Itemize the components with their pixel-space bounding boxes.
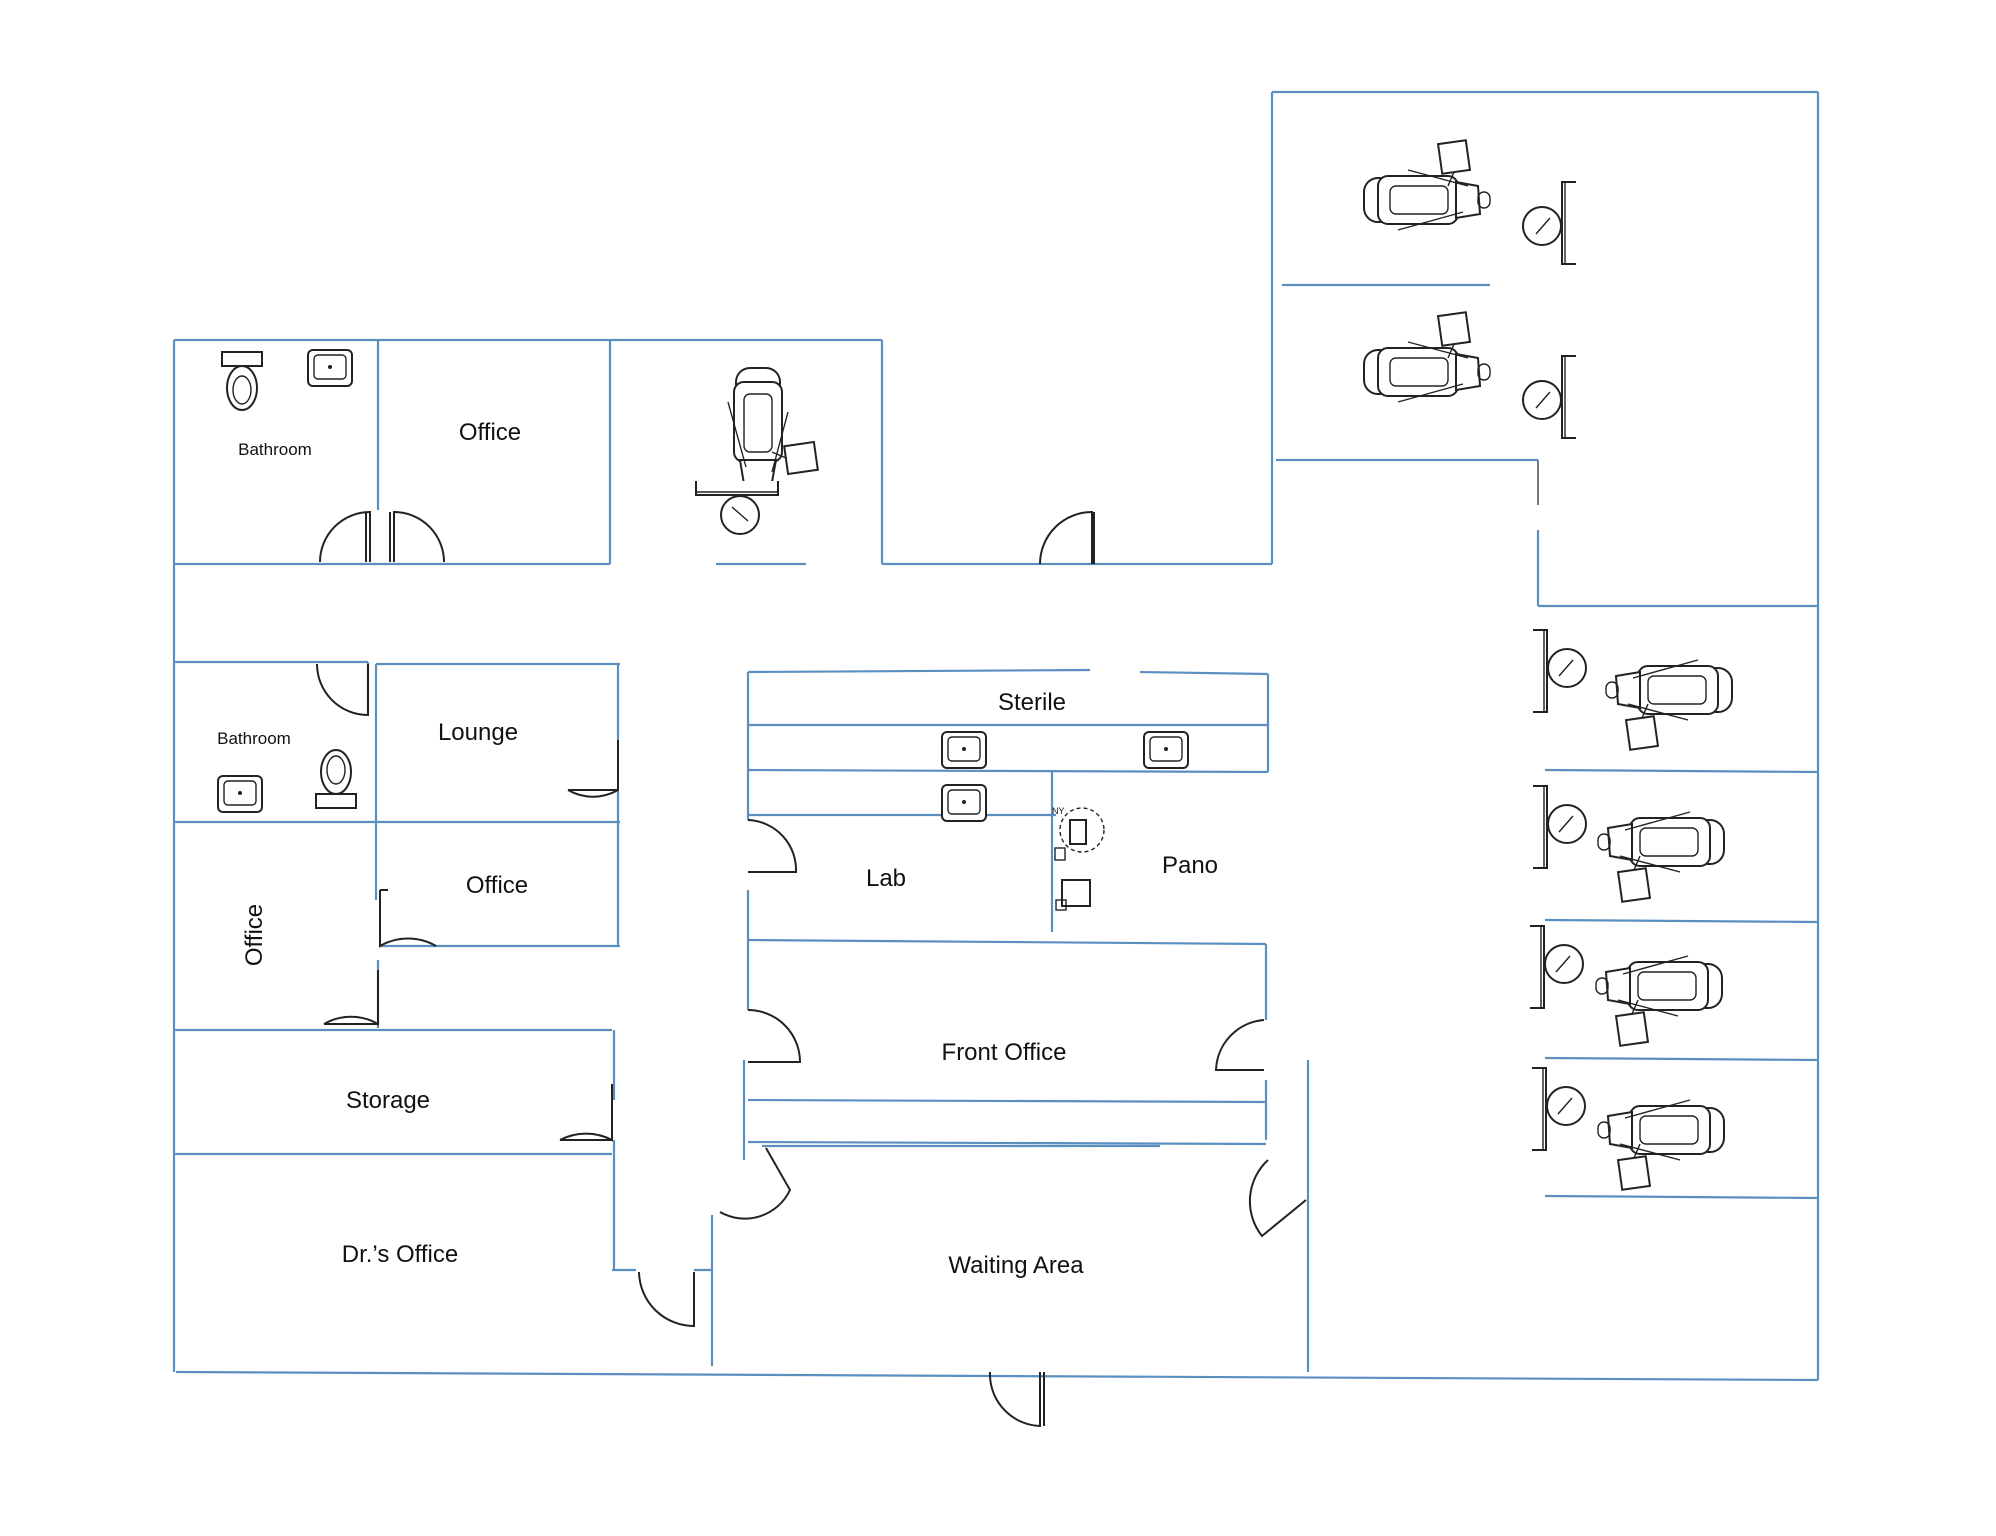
stool-cart-icon <box>1531 1067 1586 1151</box>
stool-cart-icon <box>1532 629 1587 713</box>
stool-cart-icon <box>1529 925 1584 1009</box>
dental-chair-icon <box>1363 311 1491 403</box>
stool-cart-icon <box>695 480 779 535</box>
pano-unit-label: NY <box>1052 806 1065 816</box>
toilet-icon <box>221 351 263 411</box>
dental-chair-icon <box>727 367 819 495</box>
room-label-front-office: Front Office <box>942 1039 1067 1066</box>
dental-chair-icon <box>1597 811 1725 903</box>
doors <box>316 510 1307 1428</box>
stool-cart-icon <box>1532 785 1587 869</box>
dental-chair-icon <box>1597 1099 1725 1191</box>
room-label-sterile: Sterile <box>998 689 1066 716</box>
walls <box>172 90 1820 1382</box>
toilet-icon <box>315 749 357 809</box>
stool-cart-icon <box>1522 355 1577 439</box>
stool-cart-icon <box>1522 181 1577 265</box>
room-label-bathroom-mid: Bathroom <box>217 729 291 748</box>
sink-icon <box>941 784 987 822</box>
sink-icon <box>307 349 353 387</box>
room-label-office-vertical: Office <box>241 904 268 966</box>
dental-chair-icon <box>1363 139 1491 231</box>
room-label-lab: Lab <box>866 865 906 892</box>
room-label-pano: Pano <box>1162 852 1218 879</box>
room-label-lounge: Lounge <box>438 719 518 746</box>
sink-icon <box>217 775 263 813</box>
room-label-office-top: Office <box>459 419 521 446</box>
dental-chairs <box>695 139 1733 1191</box>
fixtures <box>217 349 1189 822</box>
sink-icon <box>1143 731 1189 769</box>
room-label-drs-office: Dr.’s Office <box>342 1241 458 1268</box>
room-label-waiting-area: Waiting Area <box>948 1252 1084 1279</box>
pano-unit: NY <box>1052 806 1105 911</box>
room-label-storage: Storage <box>346 1087 430 1114</box>
room-label-bathroom-top: Bathroom <box>238 440 312 459</box>
sink-icon <box>941 731 987 769</box>
room-label-office-mid: Office <box>466 872 528 899</box>
room-labels: Bathroom Office Bathroom Lounge Office O… <box>217 419 1218 1279</box>
dental-chair-icon <box>1605 659 1733 751</box>
dental-chair-icon <box>1595 955 1723 1047</box>
